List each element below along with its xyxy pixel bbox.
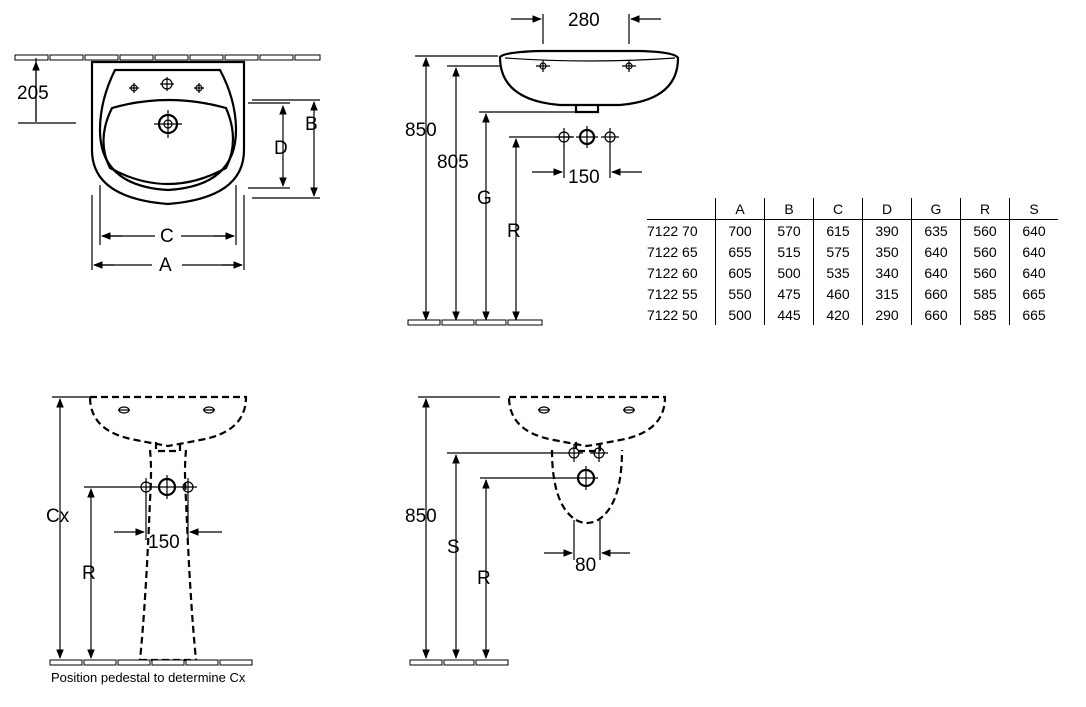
table-cell: 640 bbox=[1009, 241, 1058, 262]
dim-r-side: R bbox=[507, 221, 521, 242]
table-cell: 585 bbox=[960, 304, 1010, 325]
table-cell: 390 bbox=[862, 219, 912, 241]
table-row: 7122 65 655 515 575 350 640 560 640 bbox=[647, 241, 1058, 262]
table-header: B bbox=[764, 198, 814, 220]
table-cell: 605 bbox=[715, 262, 765, 283]
table-row: 7122 55 550 475 460 315 660 585 665 bbox=[647, 283, 1058, 304]
dim-150-pedestal: 150 bbox=[148, 532, 180, 553]
pedestal-view: Cx R 150 bbox=[46, 395, 253, 666]
table-cell: 445 bbox=[764, 304, 814, 325]
table-cell: 7122 50 bbox=[647, 306, 698, 323]
table-cell: 535 bbox=[813, 262, 863, 283]
basin-dashed-outline bbox=[88, 395, 248, 448]
table-cell: 500 bbox=[715, 304, 765, 325]
table-header: D bbox=[862, 198, 912, 220]
wall-tiles-top bbox=[14, 54, 321, 61]
basin-side-outline bbox=[498, 49, 680, 107]
dim-g: G bbox=[477, 188, 492, 209]
table-cell: 585 bbox=[960, 283, 1010, 304]
table-row: 7122 60 605 500 535 340 640 560 640 bbox=[647, 262, 1058, 283]
dim-r-pedestal: R bbox=[82, 563, 96, 584]
dim-850-pedestal: 850 bbox=[405, 506, 437, 527]
table-cell: 665 bbox=[1009, 283, 1058, 304]
floor-tiles-pedestal bbox=[49, 659, 253, 666]
table-cell: 700 bbox=[715, 219, 765, 241]
basin-dashed-outline bbox=[507, 395, 667, 448]
table-header: R bbox=[960, 198, 1010, 220]
table-cell: 640 bbox=[911, 241, 961, 262]
dim-cx: Cx bbox=[46, 506, 70, 527]
table-cell: 635 bbox=[911, 219, 961, 241]
table-cell: 7122 55 bbox=[647, 285, 698, 302]
dim-805: 805 bbox=[437, 152, 469, 173]
table-cell: 570 bbox=[764, 219, 814, 241]
supply-pipe-icon bbox=[555, 126, 619, 148]
table-cell: 660 bbox=[911, 283, 961, 304]
overflow-icon bbox=[536, 60, 636, 72]
front-view: 205 B D C A bbox=[14, 54, 321, 276]
dim-s: S bbox=[447, 537, 460, 558]
bowl-outline bbox=[98, 68, 238, 192]
dim-a: A bbox=[159, 255, 172, 276]
table-header: A bbox=[715, 198, 765, 220]
table-header: G bbox=[911, 198, 961, 220]
table-cell: 575 bbox=[813, 241, 863, 262]
table-row: 7122 70 700 570 615 390 635 560 640 bbox=[647, 219, 1058, 241]
table-cell: 665 bbox=[1009, 304, 1058, 325]
table-header bbox=[647, 198, 716, 220]
table-cell: 550 bbox=[715, 283, 765, 304]
dimension-table: A B C D G R S 7122 70 700 570 615 390 63… bbox=[647, 198, 1058, 325]
dim-d: D bbox=[274, 138, 288, 159]
dim-80: 80 bbox=[575, 555, 596, 576]
supply-pipe-icon bbox=[565, 444, 608, 490]
drain-icon bbox=[154, 110, 182, 138]
trap-cover-dashed-outline bbox=[550, 449, 624, 525]
dim-850: 850 bbox=[405, 120, 437, 141]
dim-205: 205 bbox=[17, 83, 49, 104]
table-header: C bbox=[813, 198, 863, 220]
table-header: S bbox=[1009, 198, 1058, 220]
table-cell: 7122 65 bbox=[647, 243, 698, 260]
table-cell: 640 bbox=[1009, 262, 1058, 283]
table-cell: 660 bbox=[911, 304, 961, 325]
table-cell: 350 bbox=[862, 241, 912, 262]
table-cell: 560 bbox=[960, 262, 1010, 283]
table-header-row: A B C D G R S bbox=[647, 198, 1058, 220]
table-cell: 460 bbox=[813, 283, 863, 304]
table-row: 7122 50 500 445 420 290 660 585 665 bbox=[647, 304, 1058, 325]
table-cell: 7122 60 bbox=[647, 264, 698, 281]
table-cell: 315 bbox=[862, 283, 912, 304]
table-cell: 290 bbox=[862, 304, 912, 325]
side-view: 280 850 805 G R 150 bbox=[405, 10, 680, 326]
table-cell: 515 bbox=[764, 241, 814, 262]
positioning-note: Position pedestal to determine Cx bbox=[51, 670, 246, 685]
table-cell: 640 bbox=[911, 262, 961, 283]
table-cell: 420 bbox=[813, 304, 863, 325]
supply-pipe-icon bbox=[137, 475, 197, 499]
table-cell: 7122 70 bbox=[647, 222, 698, 239]
table-cell: 615 bbox=[813, 219, 863, 241]
table-cell: 475 bbox=[764, 283, 814, 304]
inner-bowl bbox=[102, 98, 235, 186]
dim-r-trap: R bbox=[477, 568, 491, 589]
floor-tiles-side bbox=[407, 319, 543, 326]
table-cell: 500 bbox=[764, 262, 814, 283]
table-cell: 560 bbox=[960, 241, 1010, 262]
table-cell: 655 bbox=[715, 241, 765, 262]
table-cell: 640 bbox=[1009, 219, 1058, 241]
dim-c: C bbox=[160, 226, 174, 247]
dim-280: 280 bbox=[568, 10, 600, 31]
floor-tiles-half-pedestal bbox=[409, 659, 509, 666]
half-pedestal-view: 850 S R 80 bbox=[405, 395, 667, 666]
dim-150-side: 150 bbox=[568, 167, 600, 188]
basin-outline bbox=[90, 60, 246, 206]
table-cell: 560 bbox=[960, 219, 1010, 241]
tap-hole-icon bbox=[129, 77, 204, 93]
table-cell: 340 bbox=[862, 262, 912, 283]
dim-b: B bbox=[305, 114, 318, 135]
